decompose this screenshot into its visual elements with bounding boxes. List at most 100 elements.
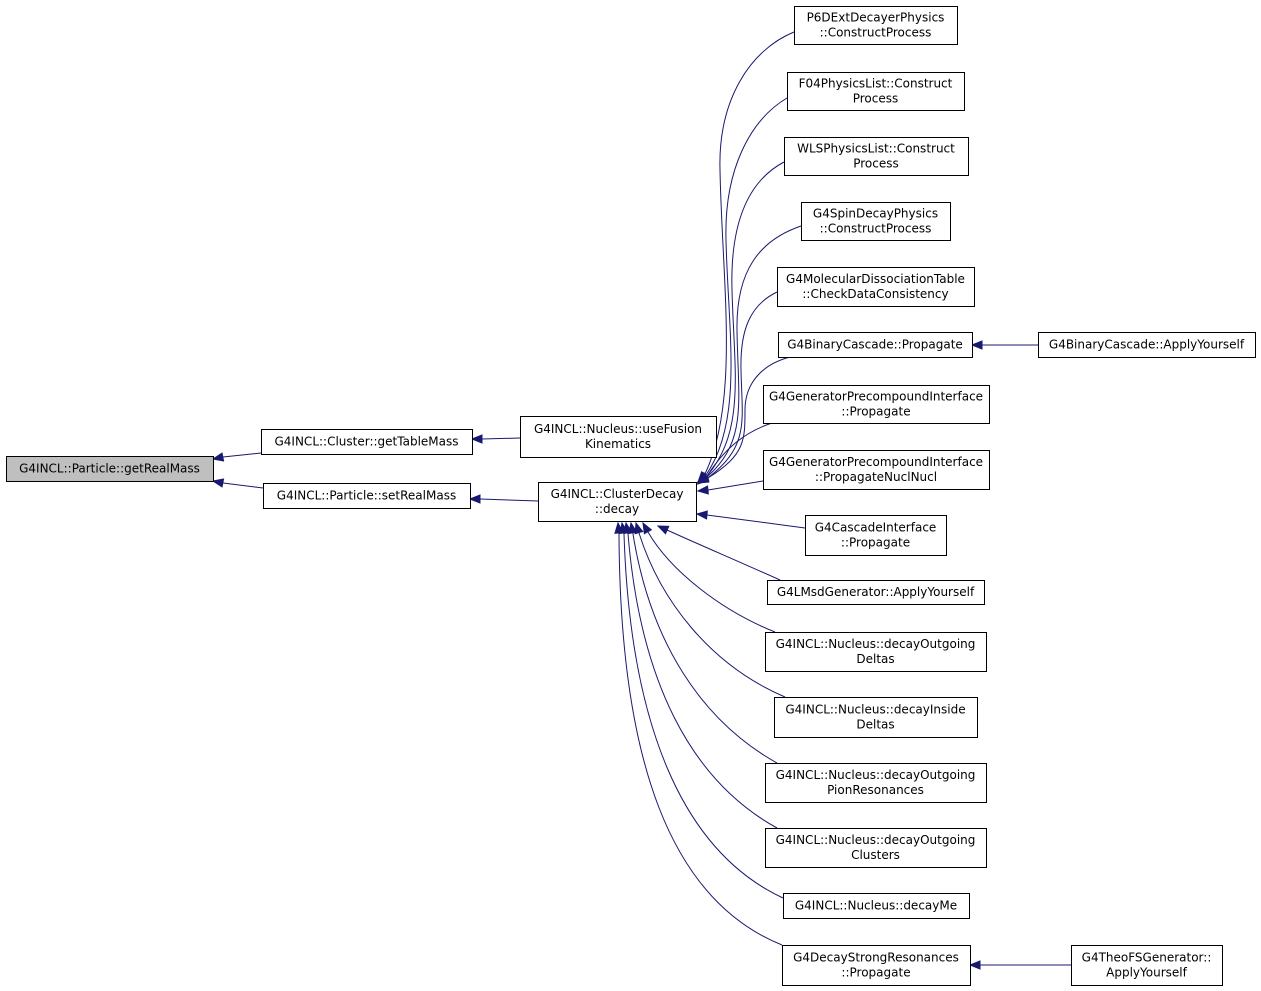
node-label-line: F04PhysicsList::Construct — [799, 77, 953, 91]
node-label-line: G4INCL::Nucleus::decayOutgoing — [776, 768, 976, 782]
node-theo[interactable]: G4TheoFSGenerator::ApplyYourself — [1071, 945, 1223, 986]
node-box — [774, 697, 978, 738]
node-box — [778, 332, 973, 358]
node-label-line: ApplyYourself — [1106, 966, 1187, 980]
node-label-line: G4TheoFSGenerator:: — [1082, 951, 1212, 965]
node-box — [794, 6, 958, 45]
edge-line — [708, 291, 778, 478]
edge-lmsd-to-clusterDecay — [656, 525, 781, 581]
node-setRealMass[interactable]: G4INCL::Particle::setRealMass — [263, 483, 471, 509]
node-label-line: Kinematics — [585, 437, 651, 451]
arrow-head-icon — [696, 485, 709, 495]
edge-line — [638, 532, 786, 698]
arrow-head-icon — [970, 340, 983, 350]
node-label-line: PionResonances — [827, 783, 924, 797]
edge-line — [627, 533, 778, 829]
node-label-line: G4GeneratorPrecompoundInterface — [769, 455, 983, 469]
node-label-line: G4BinaryCascade::ApplyYourself — [1049, 338, 1245, 352]
edge-inDeltas-to-clusterDecay — [634, 521, 786, 698]
node-label-line: G4INCL::Nucleus::decayOutgoing — [776, 637, 976, 651]
edge-line — [222, 452, 262, 458]
nodes-layer: G4INCL::Particle::getRealMassG4INCL::Clu… — [6, 6, 1256, 986]
arrow-head-icon — [211, 452, 225, 462]
edge-line — [666, 529, 781, 581]
arrow-head-icon — [468, 494, 481, 504]
node-label-line: ::Propagate — [841, 405, 910, 419]
node-label-line: G4INCL::Cluster::getTableMass — [274, 435, 458, 449]
node-label-line: Clusters — [851, 848, 900, 862]
node-box — [801, 202, 951, 241]
node-label-line: G4LMsdGenerator::ApplyYourself — [777, 585, 975, 599]
edge-line — [647, 531, 776, 633]
node-genProp[interactable]: G4GeneratorPrecompoundInterface::Propaga… — [763, 385, 990, 424]
node-getTableMass[interactable]: G4INCL::Cluster::getTableMass — [261, 429, 473, 455]
node-box — [763, 450, 990, 490]
node-binProp[interactable]: G4BinaryCascade::Propagate — [778, 332, 973, 358]
edge-line — [706, 514, 806, 529]
node-label-line: G4SpinDecayPhysics — [813, 207, 938, 221]
node-binApply[interactable]: G4BinaryCascade::ApplyYourself — [1038, 332, 1256, 358]
node-box — [767, 580, 985, 605]
edge-cascade-to-clusterDecay — [695, 510, 806, 529]
node-p6d[interactable]: P6DExtDecayerPhysics::ConstructProcess — [794, 6, 958, 45]
node-clusterDecay[interactable]: G4INCL::ClusterDecay::decay — [538, 482, 697, 522]
arrow-head-icon — [696, 473, 709, 485]
node-label-line: ::Propagate — [841, 536, 910, 550]
edge-clusterDecay-to-setRealMass — [468, 494, 539, 504]
arrow-head-icon — [695, 510, 708, 520]
edge-line — [707, 225, 802, 477]
edge-strong-to-clusterDecay — [614, 521, 783, 946]
node-label-line: G4GeneratorPrecompoundInterface — [769, 390, 983, 404]
node-box — [787, 72, 965, 111]
node-box — [777, 267, 975, 307]
edge-theo-to-strong — [968, 960, 1071, 970]
node-box — [263, 483, 471, 509]
node-box — [6, 456, 214, 482]
edge-getTableMass-to-root — [211, 452, 262, 462]
node-f04[interactable]: F04PhysicsList::ConstructProcess — [787, 72, 965, 111]
edge-line — [632, 533, 778, 764]
node-box — [538, 482, 697, 522]
node-root[interactable]: G4INCL::Particle::getRealMass — [6, 456, 214, 482]
node-lmsd[interactable]: G4LMsdGenerator::ApplyYourself — [767, 580, 985, 605]
node-box — [763, 385, 990, 424]
node-genPropNucl[interactable]: G4GeneratorPrecompoundInterface::Propaga… — [763, 450, 990, 490]
node-wls[interactable]: WLSPhysicsList::ConstructProcess — [784, 137, 969, 176]
node-box — [782, 945, 971, 986]
node-spin[interactable]: G4SpinDecayPhysics::ConstructProcess — [801, 202, 951, 241]
node-label-line: ::Propagate — [841, 966, 910, 980]
arrow-head-icon — [211, 478, 225, 488]
edge-line — [618, 533, 783, 946]
node-cascade[interactable]: G4CascadeInterface::Propagate — [805, 515, 947, 556]
node-box — [783, 893, 970, 919]
node-box — [765, 632, 987, 672]
node-label-line: G4INCL::Nucleus::decayMe — [795, 899, 957, 913]
arrow-head-icon — [968, 960, 981, 970]
node-outPion[interactable]: G4INCL::Nucleus::decayOutgoingPionResona… — [765, 763, 987, 803]
arrow-head-icon — [656, 525, 670, 535]
arrow-head-icon — [634, 521, 644, 535]
node-label-line: G4INCL::Particle::setRealMass — [277, 489, 456, 503]
edge-outPion-to-clusterDecay — [628, 521, 778, 764]
node-label-line: ::CheckDataConsistency — [802, 287, 948, 301]
edge-line — [707, 480, 764, 491]
node-box — [784, 137, 969, 176]
edge-line — [479, 498, 539, 502]
node-molec[interactable]: G4MolecularDissociationTable::CheckDataC… — [777, 267, 975, 307]
node-label-line: G4MolecularDissociationTable — [786, 272, 965, 286]
edge-outDeltas-to-clusterDecay — [642, 521, 776, 633]
arrow-head-icon — [470, 434, 483, 444]
node-label-line: G4CascadeInterface — [815, 521, 937, 535]
node-strong[interactable]: G4DecayStrongResonances::Propagate — [782, 945, 971, 986]
node-decayMe[interactable]: G4INCL::Nucleus::decayMe — [783, 893, 970, 919]
node-label-line: G4BinaryCascade::Propagate — [787, 338, 963, 352]
edge-line — [222, 482, 264, 489]
node-box — [261, 429, 473, 455]
node-label-line: ::ConstructProcess — [820, 222, 932, 236]
edge-genPropNucl-to-clusterDecay — [696, 480, 764, 495]
